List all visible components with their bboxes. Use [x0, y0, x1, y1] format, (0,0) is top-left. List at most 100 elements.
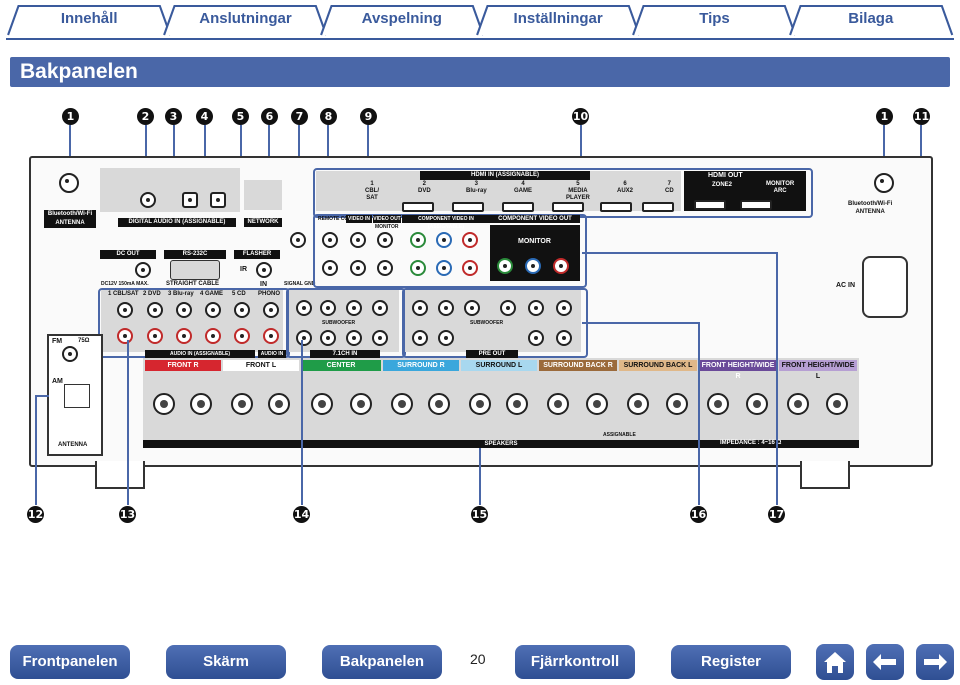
ch-in-jack[interactable]	[372, 300, 388, 316]
speaker-terminal[interactable]	[391, 393, 413, 415]
ch-in-jack[interactable]	[296, 330, 312, 346]
speaker-terminal[interactable]	[787, 393, 809, 415]
ch-in-jack[interactable]	[296, 300, 312, 316]
speaker-terminal[interactable]	[469, 393, 491, 415]
nav-fjarrkontroll-button[interactable]: Fjärrkontroll	[515, 645, 635, 679]
hdmi-in-port-7[interactable]	[642, 202, 674, 212]
pre-out-jack[interactable]	[438, 300, 454, 316]
video-jack[interactable]	[322, 260, 338, 276]
component-in-jack[interactable]	[436, 260, 452, 276]
speaker-terminal[interactable]	[547, 393, 569, 415]
audio-in-jack[interactable]	[234, 302, 250, 318]
audio-in-jack[interactable]	[205, 302, 221, 318]
audio-in-jack[interactable]	[147, 328, 163, 344]
speaker-terminal[interactable]	[231, 393, 253, 415]
audio-in-jack[interactable]	[117, 328, 133, 344]
dc-out-jack[interactable]	[135, 262, 151, 278]
ac-inlet[interactable]	[862, 256, 908, 318]
component-in-jack[interactable]	[462, 232, 478, 248]
speaker-terminal[interactable]	[627, 393, 649, 415]
audio-in-jack[interactable]	[234, 328, 250, 344]
ch-in-jack[interactable]	[372, 330, 388, 346]
speaker-terminal[interactable]	[826, 393, 848, 415]
home-button[interactable]	[816, 644, 854, 680]
video-jack[interactable]	[377, 232, 393, 248]
video-jack[interactable]	[322, 232, 338, 248]
ch-in-jack[interactable]	[346, 300, 362, 316]
optical-jack[interactable]	[182, 192, 198, 208]
component-out-pb[interactable]	[525, 258, 541, 274]
tab-tips[interactable]: Tips	[631, 4, 797, 36]
nav-register-button[interactable]: Register	[671, 645, 791, 679]
pre-out-jack[interactable]	[412, 300, 428, 316]
hdmi-in-port-6[interactable]	[600, 202, 632, 212]
speaker-terminal[interactable]	[586, 393, 608, 415]
speaker-terminal[interactable]	[746, 393, 768, 415]
pre-out-jack[interactable]	[500, 300, 516, 316]
speaker-terminal[interactable]	[268, 393, 290, 415]
nav-frontpanelen-button[interactable]: Frontpanelen	[10, 645, 130, 679]
component-in-jack[interactable]	[410, 260, 426, 276]
speaker-terminal[interactable]	[666, 393, 688, 415]
flasher-jack[interactable]	[256, 262, 272, 278]
speaker-terminal[interactable]	[153, 393, 175, 415]
hdmi-in-port-4[interactable]	[502, 202, 534, 212]
audio-in-jack[interactable]	[205, 328, 221, 344]
component-in-jack[interactable]	[436, 232, 452, 248]
am-terminal[interactable]	[64, 384, 90, 408]
video-jack[interactable]	[350, 232, 366, 248]
ch-in-jack[interactable]	[320, 330, 336, 346]
speaker-terminal[interactable]	[707, 393, 729, 415]
rs232c-port[interactable]	[170, 260, 220, 280]
pre-out-jack[interactable]	[464, 300, 480, 316]
pre-out-jack[interactable]	[412, 330, 428, 346]
nav-skarm-button[interactable]: Skärm	[166, 645, 286, 679]
pre-out-jack[interactable]	[438, 330, 454, 346]
speaker-terminal[interactable]	[506, 393, 528, 415]
pre-out-jack[interactable]	[556, 330, 572, 346]
audio-in-jack[interactable]	[263, 328, 279, 344]
component-in-jack[interactable]	[462, 260, 478, 276]
audio-in-jack[interactable]	[263, 302, 279, 318]
audio-in-jack[interactable]	[117, 302, 133, 318]
tab-installningar[interactable]: Inställningar	[475, 4, 641, 36]
video-jack[interactable]	[350, 260, 366, 276]
video-jack[interactable]	[377, 260, 393, 276]
speaker-terminal[interactable]	[350, 393, 372, 415]
bt-antenna-connector-right[interactable]	[874, 173, 894, 193]
speaker-terminal[interactable]	[190, 393, 212, 415]
network-port[interactable]	[244, 180, 282, 210]
audio-in-jack[interactable]	[176, 302, 192, 318]
speaker-terminal[interactable]	[428, 393, 450, 415]
bt-antenna-connector-left[interactable]	[59, 173, 79, 193]
hdmi-out-zone2-port[interactable]	[694, 200, 726, 210]
optical-jack[interactable]	[210, 192, 226, 208]
hdmi-in-port-2[interactable]	[402, 202, 434, 212]
hdmi-in-port-3[interactable]	[452, 202, 484, 212]
ch-in-jack[interactable]	[320, 300, 336, 316]
fm-jack[interactable]	[62, 346, 78, 362]
tab-anslutningar[interactable]: Anslutningar	[162, 4, 328, 36]
audio-in-jack[interactable]	[176, 328, 192, 344]
nav-bakpanelen-button[interactable]: Bakpanelen	[322, 645, 442, 679]
remote-jack[interactable]	[290, 232, 306, 248]
coaxial-jack[interactable]	[140, 192, 156, 208]
pre-out-jack[interactable]	[528, 300, 544, 316]
tab-avspelning[interactable]: Avspelning	[319, 4, 485, 36]
component-in-jack[interactable]	[410, 232, 426, 248]
speakers-label: SPEAKERS	[143, 440, 859, 448]
tab-bilaga[interactable]: Bilaga	[788, 4, 954, 36]
hdmi-in-port-5[interactable]	[552, 202, 584, 212]
component-out-pr[interactable]	[553, 258, 569, 274]
back-button[interactable]	[866, 644, 904, 680]
forward-button[interactable]	[916, 644, 954, 680]
hdmi-out-monitor-port[interactable]	[740, 200, 772, 210]
pre-out-jack[interactable]	[528, 330, 544, 346]
pre-out-jack[interactable]	[556, 300, 572, 316]
in-label: IN	[260, 281, 267, 288]
speaker-terminal[interactable]	[311, 393, 333, 415]
component-out-y[interactable]	[497, 258, 513, 274]
tab-innehall[interactable]: Innehåll	[6, 4, 172, 36]
audio-in-jack[interactable]	[147, 302, 163, 318]
ch-in-jack[interactable]	[346, 330, 362, 346]
